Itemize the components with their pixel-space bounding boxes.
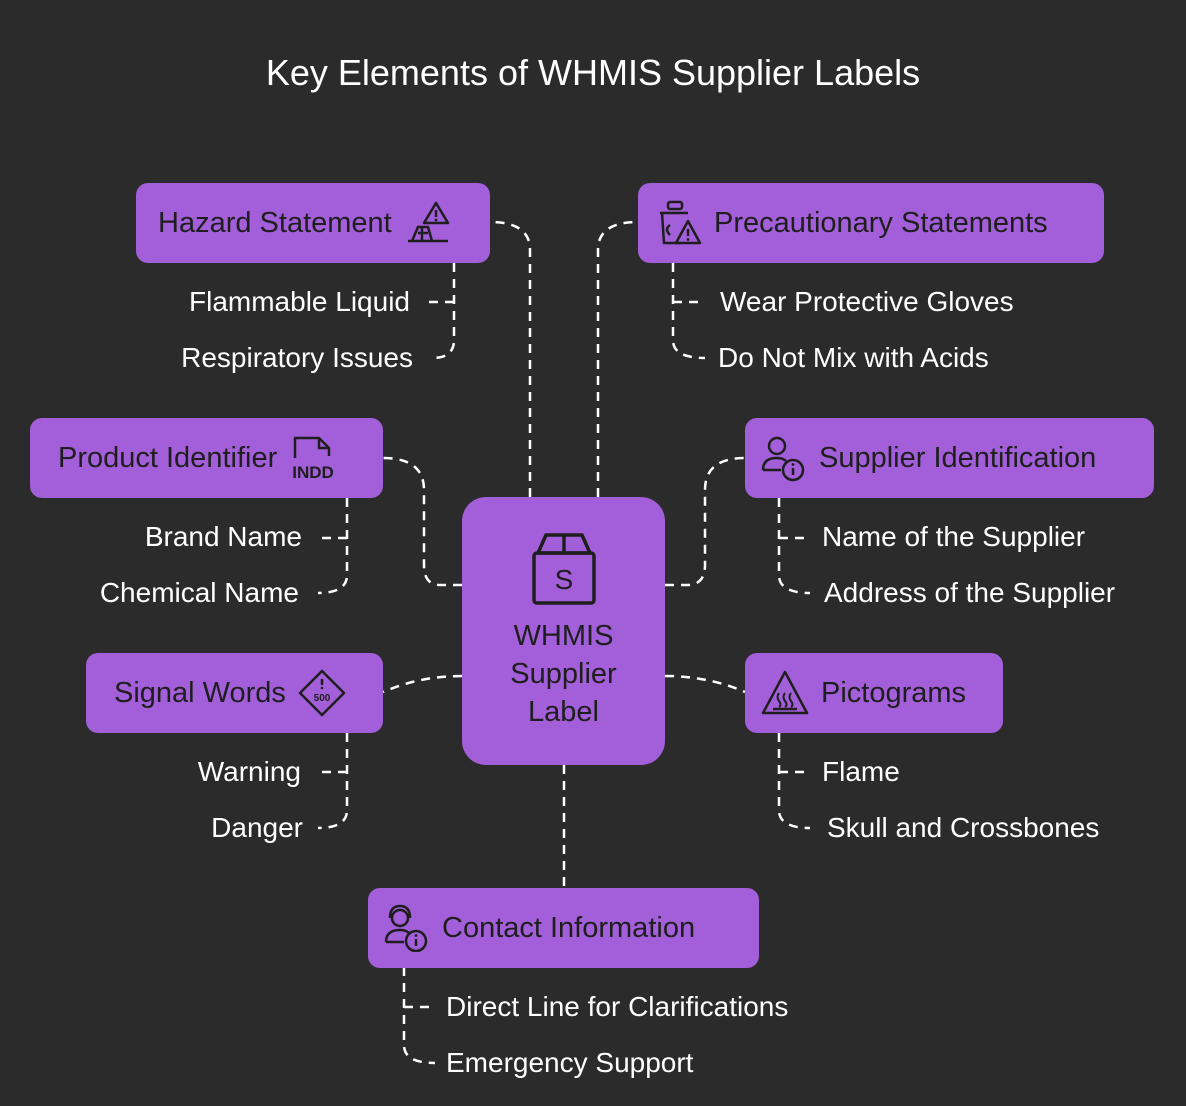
connector-product-items [317, 498, 349, 595]
precautionary-statements-label: Precautionary Statements [714, 206, 1048, 239]
connector-supplier-items [777, 498, 811, 595]
hazard-item-1: Flammable Liquid [189, 286, 410, 317]
connector-product [382, 456, 462, 587]
svg-text:INDD: INDD [292, 463, 334, 482]
connector-precautionary [596, 220, 639, 497]
connector-hazard [489, 220, 532, 497]
supplier-item-1: Name of the Supplier [822, 521, 1086, 552]
signal-words-box: Signal Words 500 [86, 653, 383, 733]
product-item-2: Chemical Name [99, 577, 299, 608]
supplier-identification-box: Supplier Identification [745, 418, 1154, 498]
pictograms-box: Pictograms [745, 653, 1003, 733]
precautionary-item-2: Do Not Mix with Acids [718, 342, 989, 373]
contact-information-label: Contact Information [442, 911, 696, 944]
connector-precautionary-items [671, 263, 706, 360]
contact-item-1: Direct Line for Clarifications [446, 991, 789, 1022]
signal-item-1: Warning [197, 756, 301, 787]
pictograms-item-2: Skull and Crossbones [827, 812, 1100, 843]
product-identifier-label: Product Identifier [58, 441, 278, 474]
pictograms-item-1: Flame [822, 756, 900, 787]
connector-pictograms [664, 674, 746, 694]
product-item-1: Brand Name [144, 521, 302, 552]
connector-hazard-items [431, 263, 456, 360]
diamond-500-icon: 500 [298, 669, 346, 717]
indd-file-icon: INDD [289, 434, 337, 482]
product-identifier-box: Product Identifier INDD [30, 418, 383, 498]
hazard-warning-icon [404, 199, 452, 247]
supplier-identification-label: Supplier Identification [819, 441, 1097, 474]
center-label: WHMIS Supplier Label [510, 620, 617, 728]
center-node: S WHMIS Supplier Label [462, 497, 665, 765]
signal-item-2: Danger [211, 812, 303, 843]
supplier-item-2: Address of the Supplier [824, 577, 1116, 608]
signal-words-label: Signal Words [114, 676, 286, 709]
pictograms-label: Pictograms [821, 676, 967, 709]
contact-information-box: Contact Information [368, 888, 759, 968]
connector-supplier [665, 456, 746, 587]
hazard-statement-label: Hazard Statement [158, 206, 392, 239]
container-warning-icon [654, 199, 702, 247]
connector-contact-items [402, 967, 436, 1065]
diagram-title: Key Elements of WHMIS Supplier Labels [265, 52, 921, 93]
contact-item-2: Emergency Support [446, 1047, 694, 1078]
hazard-statement-box: Hazard Statement [136, 183, 490, 263]
svg-text:S: S [554, 564, 573, 595]
hazard-item-2: Respiratory Issues [181, 342, 413, 373]
connector-signal-items [317, 733, 349, 830]
connector-pictograms-items [777, 733, 811, 830]
svg-text:500: 500 [314, 693, 331, 704]
precautionary-statements-box: Precautionary Statements [638, 183, 1104, 263]
person-info-icon [759, 434, 807, 482]
box-s-icon: S [528, 531, 600, 607]
connector-signal [382, 674, 463, 694]
support-agent-info-icon [382, 904, 430, 953]
precautionary-item-1: Wear Protective Gloves [720, 286, 1014, 317]
hot-surface-warning-icon [761, 669, 809, 717]
